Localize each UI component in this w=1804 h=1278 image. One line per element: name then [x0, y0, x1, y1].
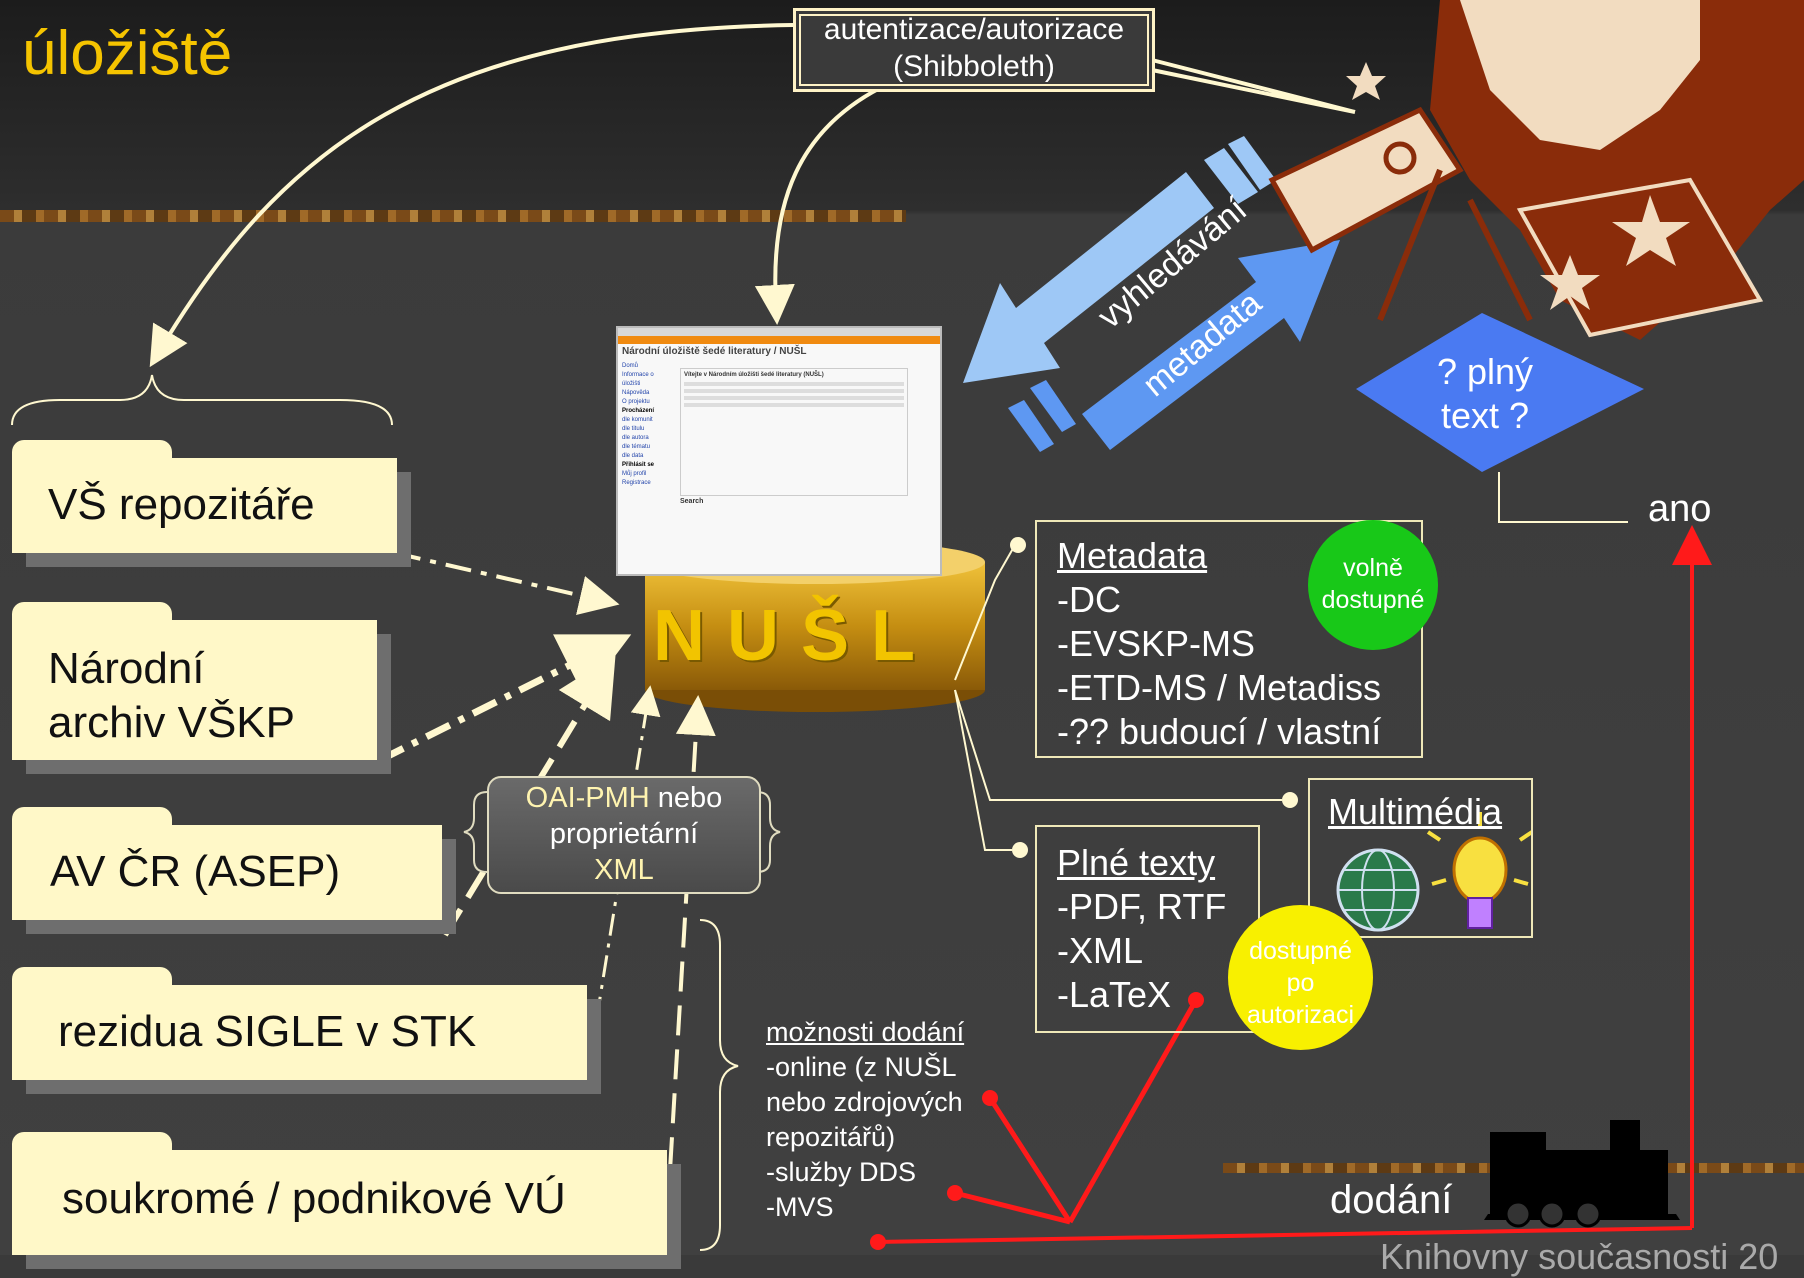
metadata-item: -EVSKP-MS	[1057, 623, 1256, 664]
decision-line1: ? plný	[1436, 351, 1534, 392]
auth-box: autentizace/autorizace (Shibboleth)	[793, 8, 1155, 92]
source-av-cr: AV ČR (ASEP)	[12, 807, 442, 920]
oai-line2: proprietární	[549, 818, 699, 850]
nusl-website-screenshot: Národní úložiště šedé literatury / NUŠL …	[618, 328, 940, 574]
source-label: rezidua SIGLE v STK	[58, 1007, 477, 1056]
decision-yes-label: ano	[1648, 488, 1712, 530]
fulltext-item: -PDF, RTF	[1057, 886, 1227, 927]
delivery-label: dodání	[1330, 1178, 1453, 1222]
metadata-heading: Metadata	[1057, 535, 1208, 576]
auth-line-astronomer	[1151, 58, 1356, 114]
connector-metadata	[954, 544, 1016, 681]
metadata-box: Metadata -DC -EVSKP-MS -ETD-MS / Metadis…	[1035, 520, 1423, 758]
site-banner	[618, 336, 940, 344]
footer-text: Knihovny současnosti 20	[1380, 1236, 1779, 1277]
fulltext-item: -LaTeX	[1057, 974, 1172, 1015]
browser-toolbar	[618, 328, 940, 336]
site-intro: Vítejte v Národním úložišti šedé literat…	[680, 368, 908, 496]
auth-curve-nusl	[754, 86, 881, 325]
decision-line2: text ?	[1440, 395, 1530, 436]
source-narodni-archiv: Národní archiv VŠKP	[12, 602, 377, 760]
astronomer-clipart	[1268, 0, 1804, 340]
site-header: Národní úložiště šedé literatury / NUŠL	[622, 346, 807, 357]
oai-line1-rest: nebo	[649, 782, 723, 814]
globe-icon	[1336, 848, 1420, 932]
slide-title: úložiště	[22, 19, 233, 88]
source-label-line2: archiv VŠKP	[48, 698, 295, 747]
source-label-line1: Národní	[48, 644, 205, 693]
metadata-arrow	[1008, 240, 1340, 452]
delivery-options: možnosti dodání -online (z NUŠL nebo zdr…	[766, 1015, 964, 1225]
fulltext-item: -XML	[1057, 930, 1144, 971]
locomotive-icon	[1484, 1120, 1680, 1228]
decorative-band	[0, 210, 906, 222]
oai-line3: XML	[594, 854, 654, 886]
auth-label-line2: (Shibboleth)	[893, 50, 1055, 83]
multimedia-heading: Multimédia	[1328, 791, 1503, 832]
oai-pmh-box: OAI-PMH nebo proprietární XML	[487, 776, 761, 894]
red-dot	[1188, 992, 1204, 1008]
red-line-branches	[954, 998, 1199, 1225]
auth-curve-left	[149, 23, 794, 368]
connector-fulltext	[954, 689, 1012, 851]
red-line-bottom	[877, 1226, 1693, 1244]
source-vs-repositories: VŠ repozitáře	[12, 440, 397, 553]
sources-brace	[11, 374, 393, 426]
delivery-heading: možnosti dodání	[766, 1017, 965, 1047]
red-dot	[947, 1185, 963, 1201]
delivery-brace	[699, 919, 739, 1251]
oai-brace-left	[463, 791, 488, 873]
fulltext-box: Plné texty -PDF, RTF -XML -LaTeX	[1035, 825, 1260, 1033]
connector-multimedia	[954, 689, 1282, 801]
delivery-line: nebo zdrojových	[766, 1087, 963, 1117]
metadata-item: -DC	[1057, 579, 1121, 620]
delivery-line: repozitářů)	[766, 1122, 896, 1152]
delivery-line: -MVS	[766, 1192, 834, 1222]
site-search-label: Search	[680, 498, 704, 505]
source-sigle: rezidua SIGLE v STK	[12, 967, 587, 1080]
source-private: soukromé / podnikové VÚ	[12, 1132, 667, 1255]
red-dot	[870, 1234, 886, 1250]
connector-dot	[1010, 537, 1026, 553]
source-label: AV ČR (ASEP)	[50, 847, 341, 896]
decision-diamond	[1356, 313, 1644, 472]
metadata-item: -?? budoucí / vlastní	[1057, 711, 1382, 752]
oai-brace-right	[756, 791, 781, 873]
connector-vskp	[378, 634, 632, 764]
delivery-line: -služby DDS	[766, 1157, 917, 1187]
source-label: soukromé / podnikové VÚ	[62, 1174, 566, 1223]
search-arrow	[963, 136, 1276, 383]
oai-protocol: OAI-PMH	[525, 782, 650, 814]
red-dot	[982, 1090, 998, 1106]
nusl-label: NUŠL	[653, 596, 937, 676]
fulltext-heading: Plné texty	[1057, 842, 1216, 883]
connector-vs	[394, 551, 620, 616]
metadata-item: -ETD-MS / Metadiss	[1057, 667, 1382, 708]
lightbulb-icon	[1426, 812, 1534, 929]
multimedia-box: Multimédia	[1308, 778, 1533, 938]
source-label: VŠ repozitáře	[48, 480, 315, 529]
connector-dot	[1282, 792, 1298, 808]
connector-dot	[1012, 842, 1028, 858]
decision-label: ? plný text ?	[1395, 350, 1575, 438]
auth-label-line1: autentizace/autorizace	[823, 13, 1125, 46]
decision-yes-line	[1498, 472, 1628, 523]
delivery-line: -online (z NUŠL	[766, 1052, 957, 1082]
